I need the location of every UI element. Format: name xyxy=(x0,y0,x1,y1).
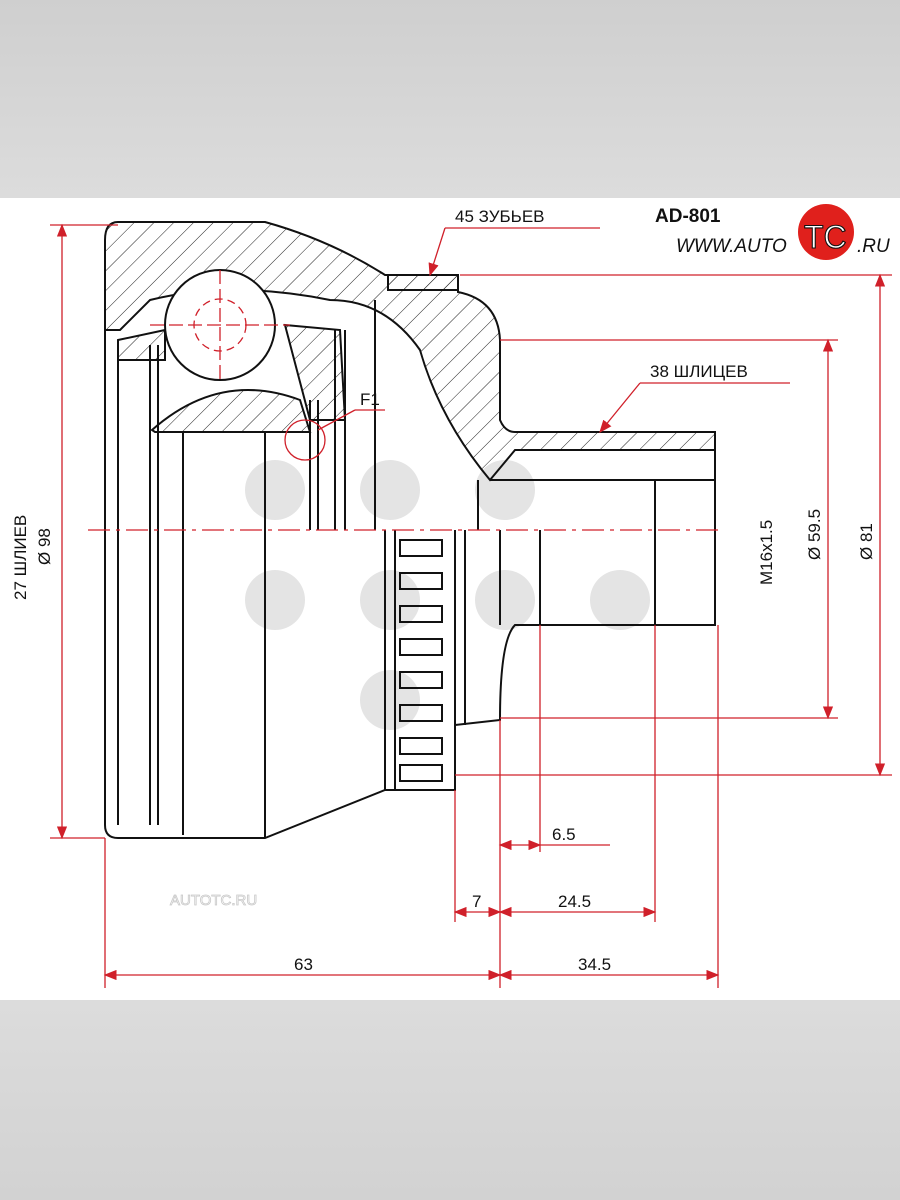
teeth-label: 45 ЗУБЬЕВ xyxy=(455,207,545,226)
splines-inner-label: 27 ШЛИЕВ xyxy=(11,515,30,600)
autotc-logo: WWW.AUTO TC .RU xyxy=(676,204,890,260)
labels: 45 ЗУБЬЕВ 38 ШЛИЦЕВ F1 27 ШЛИЕВ Ø 98 Ø 8… xyxy=(11,206,876,974)
blurred-background-top xyxy=(0,0,900,198)
blurred-background-bottom xyxy=(0,1000,900,1200)
dim-7: 7 xyxy=(472,892,481,911)
watermark: AUTOTC.RU xyxy=(170,460,650,909)
splines-outer-label: 38 ШЛИЦЕВ xyxy=(650,362,748,381)
detail-f1-label: F1 xyxy=(360,390,380,409)
svg-text:WWW.AUTO: WWW.AUTO xyxy=(676,236,787,257)
abs-diameter-label: Ø 81 xyxy=(857,523,876,560)
outer-diameter-label: Ø 98 xyxy=(35,528,54,565)
dim-24-5: 24.5 xyxy=(558,892,591,911)
svg-text:AUTOTC.RU: AUTOTC.RU xyxy=(170,892,257,909)
shaft-diameter-label: Ø 59.5 xyxy=(805,509,824,560)
part-code: AD-801 xyxy=(655,206,721,227)
svg-text:TC: TC xyxy=(804,219,847,255)
dim-6-5: 6.5 xyxy=(552,825,576,844)
dim-34-5: 34.5 xyxy=(578,955,611,974)
dim-63: 63 xyxy=(294,955,313,974)
thread-label: M16x1.5 xyxy=(757,520,776,585)
dimension-lines xyxy=(50,223,892,988)
svg-text:.RU: .RU xyxy=(857,236,890,257)
